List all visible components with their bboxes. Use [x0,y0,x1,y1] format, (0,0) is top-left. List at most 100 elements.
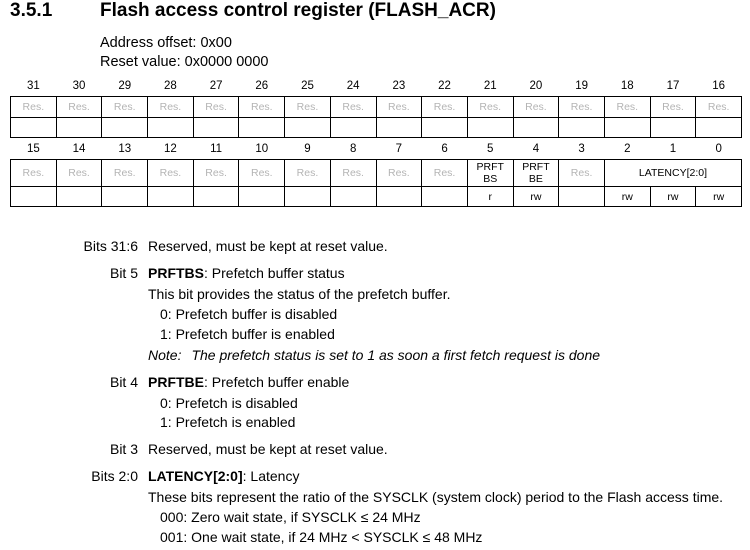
access-cell: rw [649,186,697,207]
field-reserved: Res. [512,96,560,118]
bit4-value-1: 1: Prefetch is enabled [160,414,296,430]
field-reserved: Res. [375,159,423,187]
field-reserved: Res. [649,96,697,118]
section-title: Flash access control register (FLASH_ACR… [100,0,496,21]
bit5-name: PRFTBS [148,265,204,281]
bit-number: 18 [620,80,634,92]
access-cell [512,117,560,138]
bit-number: 13 [118,143,132,155]
access-cell [147,186,194,207]
bits2-0-text: These bits represent the ratio of the SY… [148,489,724,505]
bit-number: 4 [532,143,540,155]
bit-number: 8 [349,143,357,155]
bit5-note: Note: The prefetch status is set to 1 as … [148,347,600,363]
bit3-label: Bit 3 [109,441,138,457]
prftbe-line1: PRFT [522,161,550,173]
field-reserved: Res. [329,159,377,187]
field-reserved: Res. [603,96,651,118]
access-cell [238,186,286,207]
bit3-text: Reserved, must be kept at reset value. [148,441,388,457]
field-reserved: Res. [375,96,423,118]
access-cell [466,117,514,138]
bit-number: 30 [72,80,86,92]
access-cell [192,186,240,207]
address-offset: Address offset: 0x00 [100,35,232,51]
bits31-6-text: Reserved, must be kept at reset value. [148,238,388,254]
bit-number: 23 [392,80,406,92]
bit-number: 21 [483,80,497,92]
bits2-0-value-0: 000: Zero wait state, if SYSCLK ≤ 24 MHz [160,509,421,525]
bit-number: 2 [624,143,631,155]
access-cell [284,186,331,207]
field-reserved: Res. [101,96,149,118]
bit-number: 28 [164,80,177,92]
bit5-value-0: 0: Prefetch buffer is disabled [160,306,338,322]
bit5-label: Bit 5 [109,265,138,281]
bit4-name: PRFTBE [148,374,204,390]
field-reserved: Res. [147,159,194,187]
bit-number: 9 [304,143,311,155]
field-reserved: Res. [466,96,514,118]
bit-number: 1 [669,143,677,155]
field-reserved: Res. [101,159,149,187]
bit5-value-1: 1: Prefetch buffer is enabled [160,326,335,342]
bit-number: 24 [346,80,360,92]
bit-number: 27 [209,80,223,92]
field-reserved: Res. [421,96,468,118]
field-reserved: Res. [558,159,605,187]
access-cell [284,117,331,138]
access-cell [695,117,742,138]
note-label: Note: [148,347,182,363]
prftbe-line2: BE [528,173,543,185]
access-cell [238,117,286,138]
access-cell [192,117,240,138]
access-cell [558,186,605,207]
bit4-label: Bit 4 [109,374,138,390]
bit-number: 14 [72,143,86,155]
access-cell [329,117,377,138]
bit-number: 22 [438,80,451,92]
access-cell [10,186,57,207]
bits2-0-title: : Latency [242,468,300,484]
bit-number: 12 [164,143,177,155]
bit4-heading: PRFTBE: Prefetch buffer enable [148,374,349,390]
access-cell [603,117,651,138]
bit4-value-0: 0: Prefetch is disabled [160,395,298,411]
bit-number: 26 [255,80,269,92]
bit-number: 31 [26,80,40,92]
bits2-0-value-1: 001: One wait state, if 24 MHz < SYSCLK … [160,529,483,545]
bit-number: 7 [395,143,403,155]
bit-number: 17 [666,80,680,92]
bit5-title: : Prefetch buffer status [204,265,345,281]
note-text: The prefetch status is set to 1 as soon … [191,347,601,363]
prftbs-line1: PRFT [476,161,504,173]
section-number: 3.5.1 [10,0,53,21]
prftbs-line2: BS [483,173,498,185]
access-cell [421,117,468,138]
field-reserved: Res. [284,96,331,118]
bit-number: 20 [529,80,543,92]
field-reserved: Res. [421,159,468,187]
bit5-heading: PRFTBS: Prefetch buffer status [148,265,345,281]
bit-number: 25 [301,80,314,92]
access-cell [55,117,103,138]
field-reserved: Res. [284,159,331,187]
bit-number: 3 [578,143,585,155]
field-reserved: Res. [695,96,742,118]
access-cell [101,186,149,207]
bit-number: 19 [575,80,588,92]
access-cell [558,117,605,138]
field-reserved: Res. [10,159,57,187]
access-cell [375,117,423,138]
access-cell [375,186,423,207]
bits2-0-label: Bits 2:0 [91,468,138,484]
access-cell [10,117,57,138]
field-reserved: Res. [192,96,240,118]
bit-number: 5 [487,143,494,155]
field-reserved: Res. [10,96,57,118]
bits2-0-name: LATENCY[2:0] [148,468,243,484]
bit-number: 11 [210,143,223,155]
bit-number: 29 [118,80,132,92]
